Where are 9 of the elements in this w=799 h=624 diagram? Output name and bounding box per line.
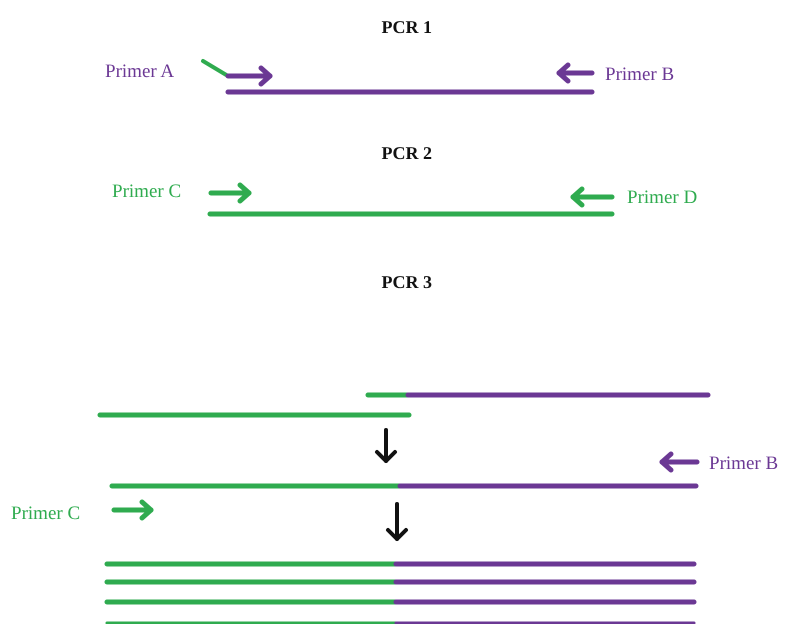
section-heading: PCR 3 bbox=[382, 273, 432, 291]
primer-label: Primer D bbox=[627, 188, 698, 207]
primer-label: Primer C bbox=[112, 182, 182, 201]
primer-label: Primer B bbox=[709, 454, 778, 473]
section-heading: PCR 2 bbox=[382, 144, 432, 162]
primer-label: Primer A bbox=[105, 62, 174, 81]
primer-label: Primer B bbox=[605, 65, 674, 84]
primer-label: Primer C bbox=[11, 504, 80, 523]
section-heading: PCR 1 bbox=[382, 18, 432, 36]
